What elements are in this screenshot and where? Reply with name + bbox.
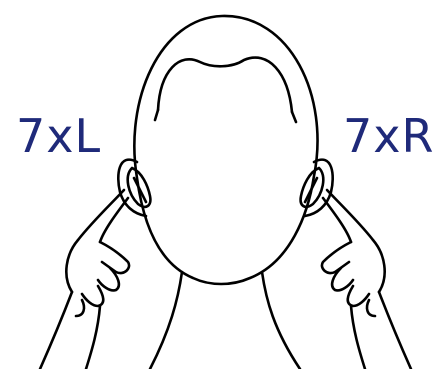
head-outline bbox=[134, 16, 317, 369]
left-hand-tapping-icon bbox=[40, 190, 129, 369]
left-earbud-icon bbox=[118, 160, 150, 216]
right-tap-count-label: 7xR bbox=[343, 113, 433, 159]
right-hand-tapping-icon bbox=[322, 190, 411, 369]
left-tap-count-label: 7xL bbox=[16, 113, 101, 159]
right-earbud-icon bbox=[301, 160, 333, 216]
